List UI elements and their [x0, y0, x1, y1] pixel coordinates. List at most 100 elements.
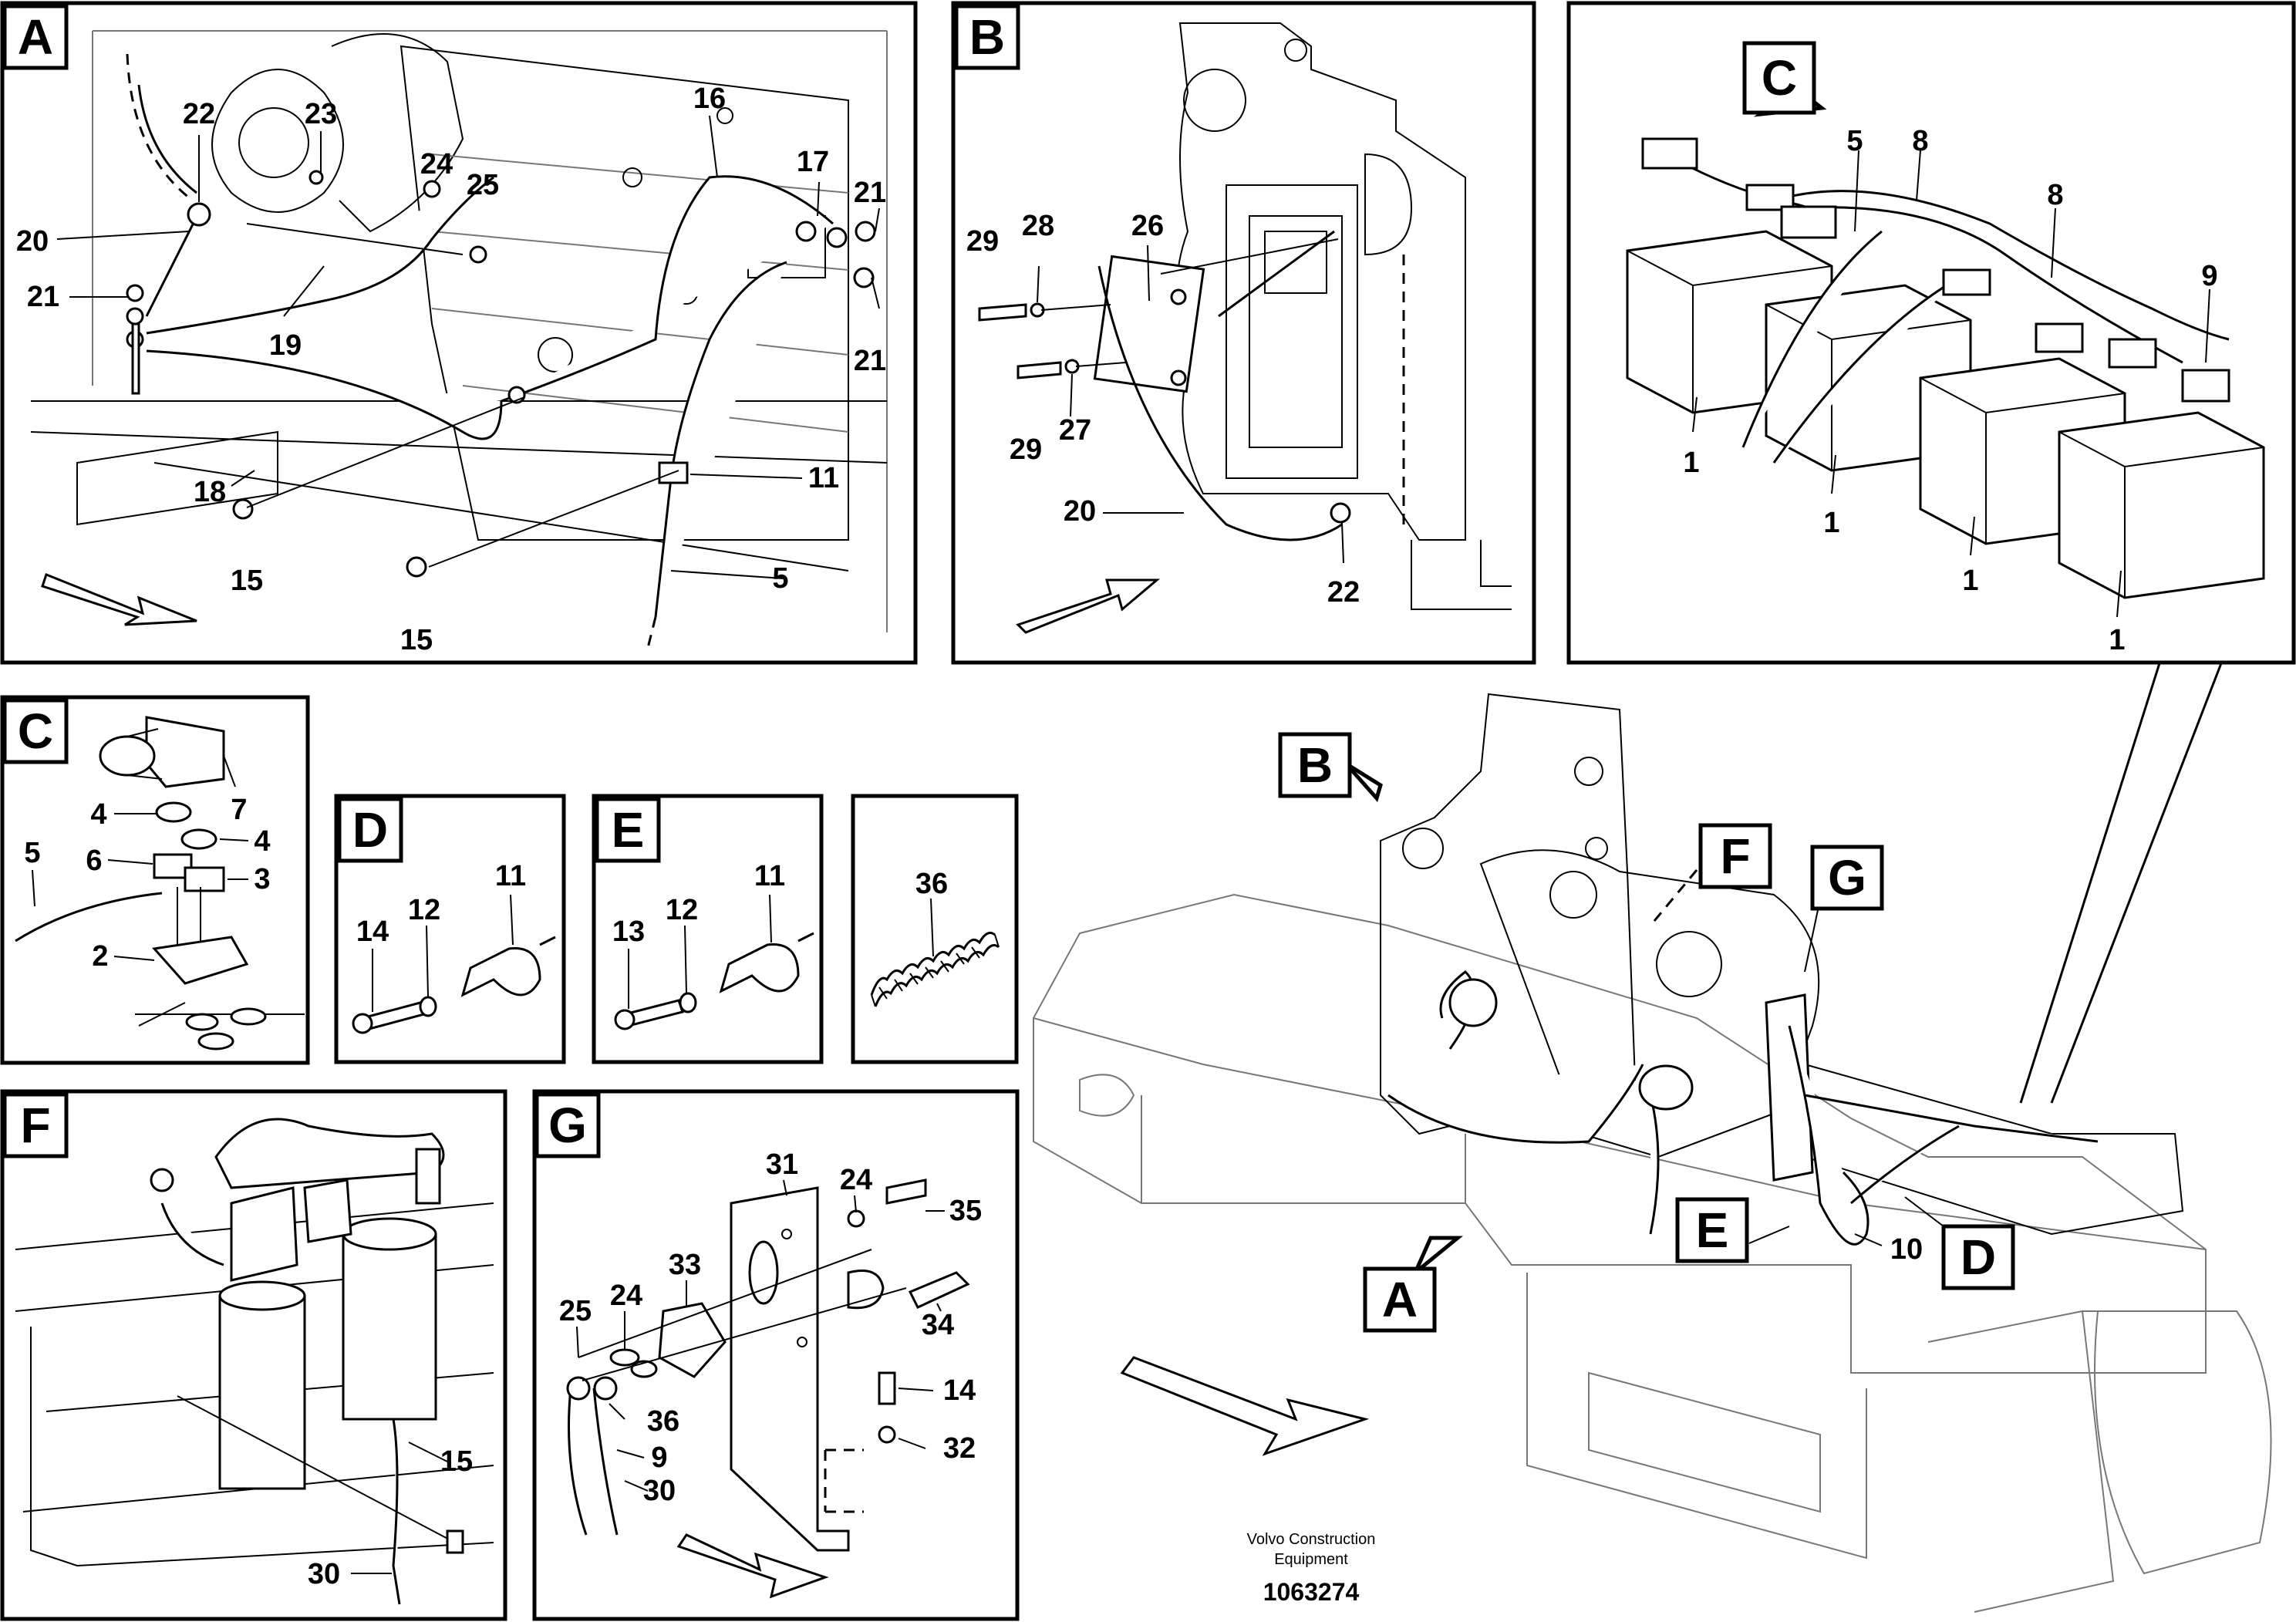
part-label: 21 — [27, 281, 59, 313]
view-a-cables — [126, 53, 876, 649]
view-b-label-box — [954, 4, 1020, 70]
overview-tag-letter: E — [1696, 1202, 1729, 1258]
view-c-label-box — [2, 698, 69, 764]
part-label: 16 — [693, 83, 726, 115]
part-label: 8 — [1912, 125, 1928, 157]
part-label: 21 — [854, 177, 886, 209]
part-label: 5 — [1846, 125, 1863, 157]
part-label: 22 — [1327, 576, 1360, 609]
part-label: 1 — [1823, 507, 1839, 539]
view-b-frame — [951, 1, 1536, 665]
overview-tag-box — [1810, 845, 1884, 911]
overview-tag-box — [1675, 1197, 1749, 1263]
part-label: 36 — [647, 1405, 679, 1438]
overview-tag-letter: G — [1828, 850, 1866, 905]
footer: Volvo Construction Equipment 1063274 — [1247, 1531, 1376, 1606]
view-e-drawing — [614, 932, 814, 1030]
part-label: 17 — [797, 146, 829, 178]
part-label: 15 — [400, 624, 433, 656]
part-label: 12 — [666, 894, 698, 926]
part-label: 24 — [610, 1280, 642, 1312]
view-a-leaders — [56, 115, 880, 579]
part-label: 19 — [269, 329, 302, 362]
view-e: E 11 13 12 — [592, 794, 824, 1064]
part-label: 12 — [408, 894, 440, 926]
view-b: B 28 26 29 29 27 20 22 — [951, 1, 1536, 665]
view-f-label-box — [2, 1092, 69, 1158]
view-d-label-box — [337, 797, 403, 863]
part-label: 1 — [1683, 447, 1699, 479]
part-label: 26 — [1131, 210, 1164, 242]
overview-tag-letter: D — [1961, 1229, 1996, 1285]
view-e-label-box — [595, 797, 661, 863]
part-label: 2 — [92, 940, 108, 973]
view-g-letter: G — [548, 1098, 587, 1153]
part-label: 20 — [16, 225, 49, 258]
view-g-leaders — [576, 1179, 945, 1492]
part-label: 1 — [1962, 565, 1978, 597]
view-a-label-box — [2, 4, 69, 70]
battery-leaders — [1692, 150, 2210, 618]
part-label: 11 — [754, 860, 785, 892]
part-label: 14 — [356, 916, 389, 948]
part-label: 4 — [90, 798, 106, 831]
part-label: 5 — [772, 562, 788, 595]
view-e-leaders — [628, 894, 772, 1009]
overview-tag-b-pointer — [1344, 761, 1383, 803]
overview-tag-box — [1698, 823, 1772, 889]
view-b-plate-drawing — [978, 22, 1512, 610]
part-label: 32 — [943, 1432, 976, 1465]
view-d-drawing — [352, 936, 556, 1034]
view-f: F 15 30 — [0, 1089, 507, 1621]
part-label: 9 — [2201, 260, 2217, 292]
view-g: G 31 24 35 33 25 24 34 36 14 9 32 30 — [532, 1089, 1020, 1621]
part-label: 29 — [1010, 433, 1042, 466]
part-label: 21 — [854, 345, 886, 377]
part-label: 24 — [840, 1164, 872, 1196]
part-label: 34 — [922, 1309, 954, 1341]
view-f-drawing — [15, 1118, 494, 1605]
view-g-label-box — [534, 1092, 601, 1158]
part-label: 7 — [231, 794, 247, 826]
overview-direction-arrow — [1120, 1356, 1370, 1456]
overview-tag-letter: A — [1382, 1272, 1418, 1327]
part-label: 33 — [669, 1249, 701, 1281]
part-label: 14 — [943, 1374, 976, 1407]
part-label: 23 — [305, 98, 337, 130]
part-label: 13 — [612, 916, 645, 948]
view-f-letter: F — [20, 1098, 50, 1153]
part-label: 10 — [1890, 1233, 1923, 1266]
view-g-drawing — [566, 1179, 970, 1552]
part-label: 4 — [254, 825, 270, 858]
part-label: 11 — [495, 860, 526, 892]
part-label: 9 — [651, 1442, 667, 1474]
part-label: 30 — [643, 1475, 676, 1507]
view-e-letter: E — [612, 802, 645, 858]
view-battery: C 5 8 8 9 1 1 1 1 — [1566, 1, 2296, 665]
drawing-number: 1063274 — [1263, 1578, 1360, 1606]
view-c-leaders — [32, 755, 249, 961]
view-d-leaders — [372, 894, 514, 1012]
spring-drawing — [870, 932, 1000, 1007]
battery-tag-letter: C — [1762, 50, 1797, 106]
part-label: 8 — [2047, 179, 2063, 211]
overview-tag-box — [1278, 732, 1352, 798]
part-label: 25 — [467, 169, 499, 201]
view-spring-frame — [851, 794, 1019, 1064]
battery-tag-box — [1742, 41, 1816, 115]
view-b-letter: B — [969, 9, 1005, 65]
part-label: 25 — [559, 1295, 592, 1327]
overview-tag-letter: B — [1297, 737, 1333, 793]
part-label: 28 — [1022, 210, 1054, 242]
overview-tag-box — [1363, 1266, 1437, 1333]
view-f-leaders — [351, 1442, 448, 1574]
part-label: 22 — [183, 98, 215, 130]
overview-tag-letter: F — [1720, 828, 1750, 884]
view-c: C 7 4 4 5 6 3 2 — [0, 695, 310, 1065]
part-label: 15 — [440, 1445, 473, 1478]
part-label: 30 — [308, 1558, 340, 1590]
view-a: A 22 23 16 24 25 17 21 20 21 19 21 18 11… — [0, 1, 918, 665]
view-d: D 11 14 12 — [334, 794, 566, 1064]
view-c-drawing — [15, 716, 305, 1050]
part-label: 11 — [808, 462, 839, 494]
